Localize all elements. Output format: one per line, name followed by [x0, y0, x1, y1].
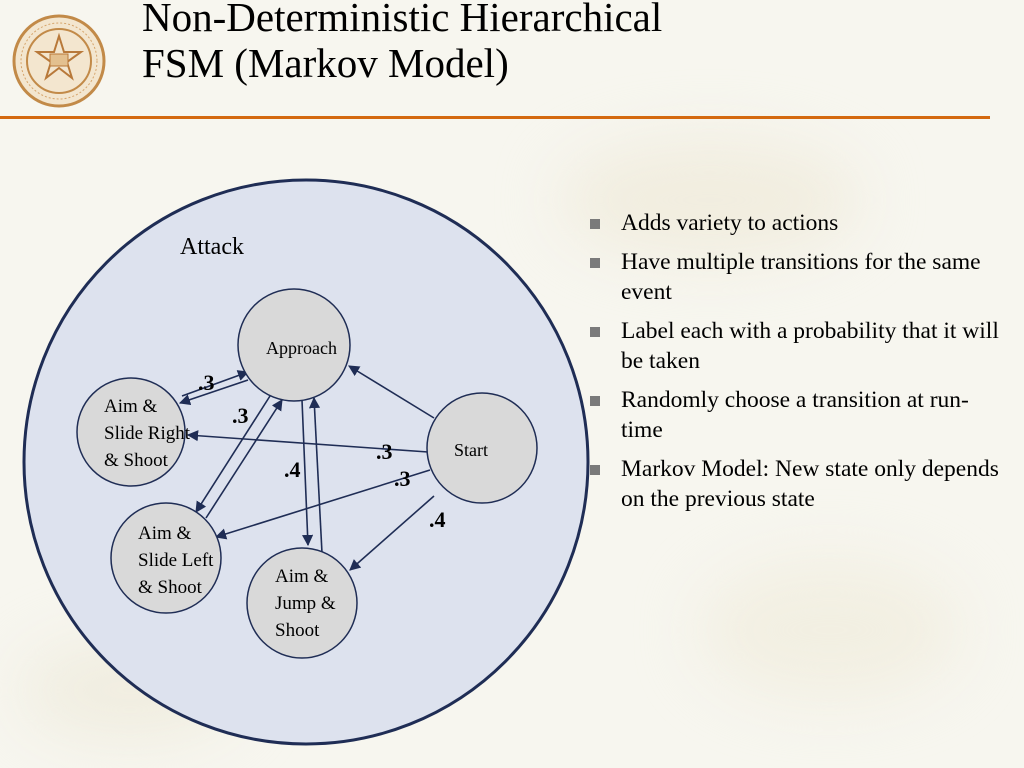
background-texture	[700, 560, 960, 700]
transition-slide-left-to-approach	[205, 399, 283, 519]
transition-approach-to-slide-left	[195, 395, 271, 513]
transition-jump-to-approach	[308, 396, 323, 554]
state-slide-left-label-line1: Aim &	[138, 523, 192, 544]
bullet-text: Adds variety to actions	[621, 210, 839, 236]
state-start-label: Start	[454, 440, 488, 460]
title-line-2: FSM (Markov Model)	[142, 40, 509, 86]
bullet-text: Label each with a probability that it wi…	[621, 318, 999, 374]
state-jump-label-line2: Jump &	[275, 593, 336, 614]
bullet-item: Adds variety to actions	[588, 208, 1008, 238]
bullet-item: Markov Model: New state only depends on …	[588, 454, 1008, 514]
state-jump-label-line1: Aim &	[275, 566, 329, 587]
square-bullet-icon	[590, 327, 600, 337]
square-bullet-icon	[590, 465, 600, 475]
bullet-item: Label each with a probability that it wi…	[588, 316, 1008, 376]
state-slide-left-label-line2: Slide Left	[138, 550, 214, 571]
state-slide-left-label-line3: & Shoot	[138, 577, 203, 598]
transition-start-to-jump	[349, 495, 435, 571]
title-line-1: Non-Deterministic Hierarchical	[142, 0, 663, 40]
transition-slide-right-to-approach	[181, 370, 250, 397]
square-bullet-icon	[590, 219, 600, 229]
slide-title: Non-Deterministic Hierarchical FSM (Mark…	[142, 0, 662, 86]
state-slide-right-label-line2: Slide Right	[104, 423, 191, 444]
square-bullet-icon	[590, 258, 600, 268]
probability-approach-to-jump: .4	[284, 457, 301, 482]
bullet-item: Randomly choose a transition at run-time	[588, 385, 1008, 445]
square-bullet-icon	[590, 396, 600, 406]
bullet-text: Have multiple transitions for the same e…	[621, 249, 981, 305]
transitions	[178, 365, 435, 571]
probability-start-to-slide-right: .3	[376, 439, 393, 464]
probability-approach-to-slide-right: .3	[198, 370, 215, 395]
transition-start-to-approach	[348, 365, 435, 419]
transition-start-to-slide-right	[186, 430, 429, 453]
probability-start-to-jump: .4	[429, 507, 446, 532]
state-approach-label: Approach	[266, 338, 337, 358]
background-texture	[560, 140, 860, 260]
state-jump-label-line3: Shoot	[275, 620, 320, 641]
transition-approach-to-slide-right	[178, 379, 249, 406]
university-seal-icon	[12, 14, 106, 108]
bullet-text: Markov Model: New state only depends on …	[621, 456, 999, 512]
state-approach	[237, 288, 351, 402]
transition-start-to-slide-left	[214, 469, 431, 540]
bullet-item: Have multiple transitions for the same e…	[588, 247, 1008, 307]
attack-superstate-label: Attack	[180, 234, 244, 260]
state-slide-left	[110, 502, 222, 614]
state-jump	[246, 547, 358, 659]
title-underline	[0, 116, 990, 119]
probability-approach-to-slide-left: .3	[232, 403, 249, 428]
transition-approach-to-jump	[301, 399, 314, 547]
state-slide-right-label-line3: & Shoot	[104, 450, 169, 471]
state-start	[426, 392, 538, 504]
bullet-list: Adds variety to actions Have multiple tr…	[588, 208, 1008, 523]
probability-start-to-slide-left: .3	[394, 466, 411, 491]
bullet-text: Randomly choose a transition at run-time	[621, 387, 969, 443]
state-slide-right-label-line1: Aim &	[104, 396, 158, 417]
state-slide-right	[76, 377, 186, 487]
